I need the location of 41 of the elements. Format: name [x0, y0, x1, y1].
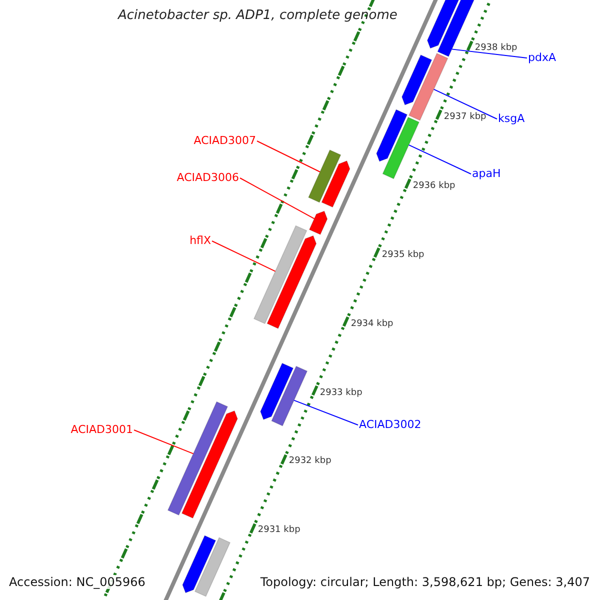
gene-block: [182, 535, 216, 594]
gene-label: hflX: [190, 234, 211, 248]
gene-block: [382, 116, 420, 180]
scale-label: 2935 kbp: [382, 250, 424, 260]
gene-block: [253, 225, 308, 324]
gene-label: ACIAD3002: [359, 418, 422, 432]
gene-block: [321, 160, 350, 208]
gene-label: apaH: [472, 167, 501, 181]
leader-line: [240, 178, 315, 220]
gene-block: [376, 109, 408, 162]
leader-line: [294, 400, 358, 426]
scale-label: 2936 kbp: [412, 180, 456, 191]
leader-line: [451, 48, 528, 58]
scale-label: 2931 kbp: [258, 525, 300, 536]
gene-block: [308, 149, 342, 203]
leader-line: [134, 430, 194, 454]
gene-block: [308, 210, 328, 236]
gene-label: ACIAD3007: [194, 134, 256, 148]
scale-label: 2932 kbp: [288, 456, 332, 466]
gene-block: [181, 410, 238, 519]
scale-label: 2934 kbp: [350, 318, 394, 329]
gene-label: ksgA: [498, 112, 525, 126]
scale-label: 2938 kbp: [474, 42, 518, 53]
gene-block: [266, 235, 317, 329]
gene-block: [271, 366, 308, 426]
accession-text: Accession: NC_005966: [9, 575, 146, 589]
leader-line: [408, 144, 472, 174]
scale-label: 2933 kbp: [320, 388, 362, 398]
gene-label: ACIAD3006: [176, 171, 239, 185]
scale-label: 2937 kbp: [444, 112, 486, 122]
gene-block: [401, 54, 432, 106]
genome-info-text: Topology: circular; Length: 3,598,621 bp; Genes: 3,407: [260, 575, 590, 589]
gene-block: [167, 401, 228, 516]
leader-line: [212, 240, 276, 272]
leader-line: [433, 88, 498, 120]
gene-block: [260, 362, 294, 420]
title: Acinetobacter sp. ADP1, complete genome: [118, 8, 398, 23]
gene-label: pdxA: [528, 51, 556, 65]
gene-label: ACIAD3001: [70, 423, 133, 437]
leader-line: [256, 140, 320, 172]
gene-block: [194, 537, 231, 597]
